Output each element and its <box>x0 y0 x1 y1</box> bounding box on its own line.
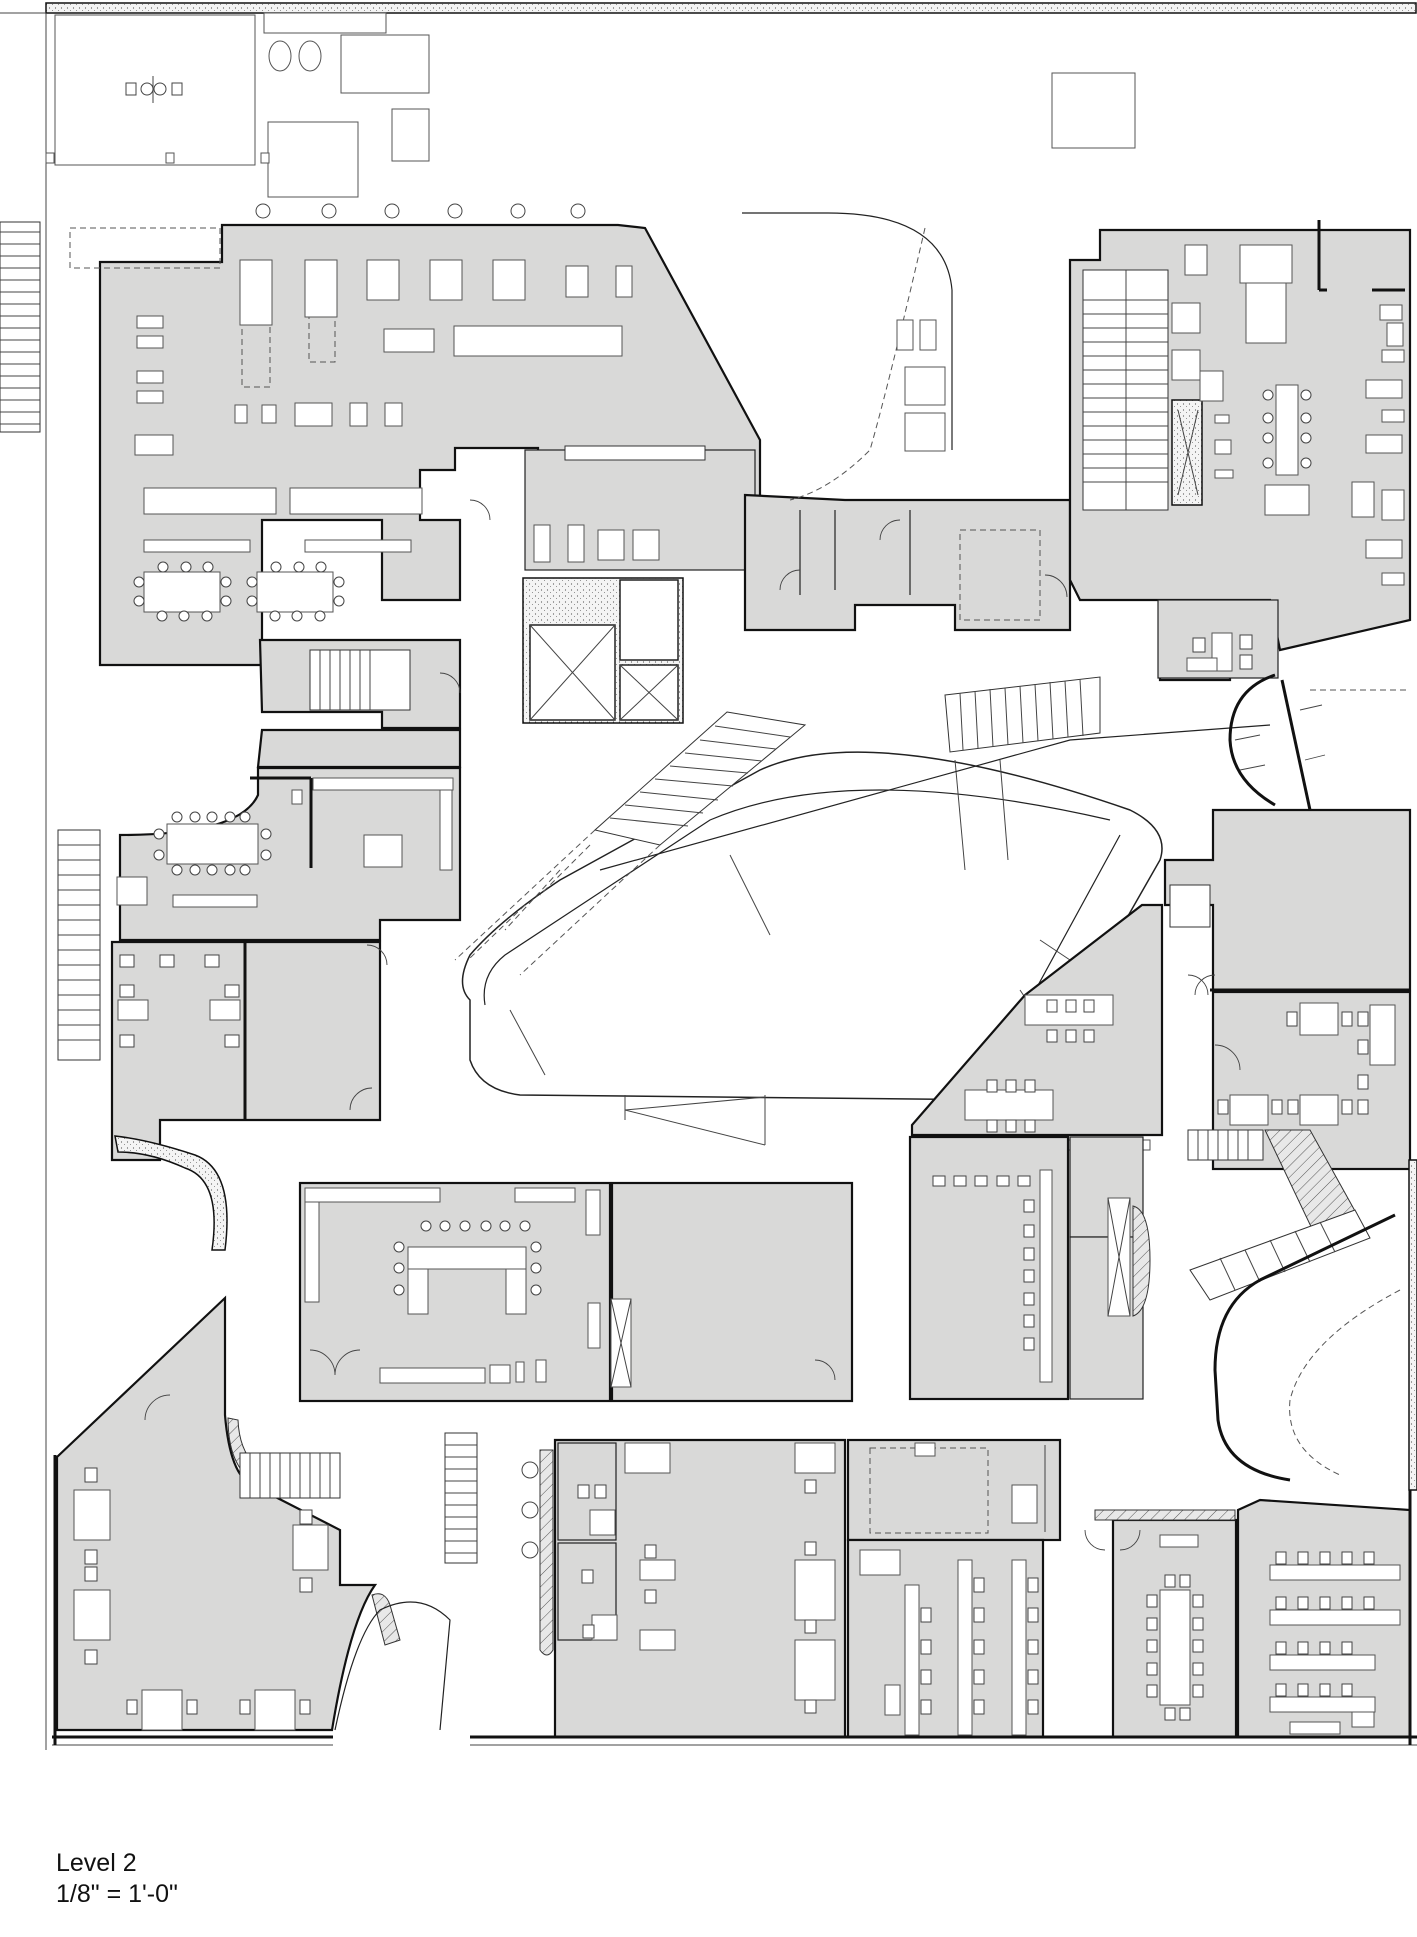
north-east-block <box>1068 220 1412 682</box>
north-columns <box>255 203 586 219</box>
fume-hood <box>304 259 338 318</box>
fume-hood <box>239 259 273 326</box>
roof-unit-2 <box>391 108 430 162</box>
central-south-rooms <box>298 1181 854 1403</box>
roof-tank-1 <box>268 40 292 72</box>
misc-doors <box>366 499 1216 996</box>
roof-tank-2 <box>298 40 322 72</box>
lab-bench-row <box>143 487 277 515</box>
level-label: Level 2 <box>56 1849 137 1877</box>
south-west-wing <box>55 1135 451 1732</box>
east-middle-rooms <box>1163 808 1412 1171</box>
meeting-table <box>256 571 334 613</box>
lab-bench <box>453 325 623 357</box>
north-west-lab-block <box>69 203 762 667</box>
desk-pair <box>73 1589 111 1641</box>
east-entry-lobby <box>1228 673 1410 811</box>
east-diagonal-stair <box>1187 1129 1417 1491</box>
conference-table <box>166 823 259 865</box>
workstation-bench <box>964 1089 1054 1121</box>
roof-unit-1 <box>340 34 430 94</box>
north-service-rooms <box>743 493 1072 632</box>
desk-pair <box>73 1489 111 1541</box>
central-diagonal-stair <box>454 711 807 976</box>
south-office-wing <box>553 1438 1412 1739</box>
north-east-diagonal-stair <box>599 676 1271 871</box>
office-meeting-table <box>1275 384 1299 476</box>
roof-skylight <box>263 12 387 34</box>
roof-unit-3 <box>267 121 359 198</box>
lab-bench-row <box>289 487 423 515</box>
drawing-title-block: Level 2 1/8" = 1'-0" <box>56 1848 178 1910</box>
lab-island <box>363 834 403 868</box>
south-feature-stair <box>444 1432 554 1656</box>
workstation-rows <box>1269 1564 1401 1735</box>
site-roof-area <box>0 2 1417 1750</box>
seminar-room <box>298 1181 612 1403</box>
parapet-top <box>45 2 1417 14</box>
scale-label: 1/8" = 1'-0" <box>56 1880 178 1908</box>
elevator-core <box>522 577 684 724</box>
west-mid-block <box>110 638 462 1162</box>
roof-bench <box>125 76 183 103</box>
east-central-rooms <box>908 903 1164 1401</box>
east-elevator <box>1171 399 1203 506</box>
meeting-table <box>143 571 221 613</box>
north-curved-wall <box>742 212 953 450</box>
west-exterior-stair <box>0 221 101 1061</box>
u-table <box>407 1246 527 1270</box>
conference-table-long <box>1159 1589 1191 1706</box>
south-facade <box>52 1455 1417 1746</box>
roof-unit-4 <box>1051 72 1136 149</box>
open-lab-room <box>610 1181 854 1403</box>
